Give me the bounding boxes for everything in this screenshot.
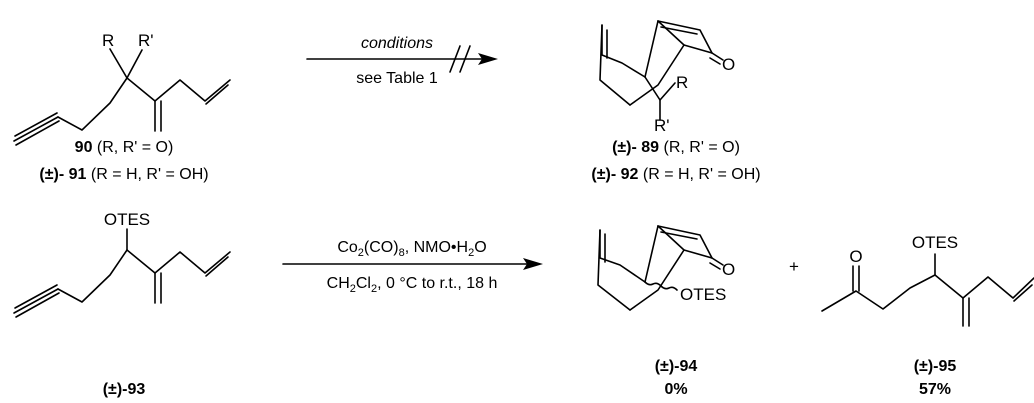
otes-group: OTES <box>912 233 958 252</box>
reaction-arrow <box>282 258 543 270</box>
carbonyl-oxygen: O <box>722 260 735 279</box>
substituent-note: (R, R' = O) <box>97 139 173 156</box>
carbonyl-oxygen: O <box>722 55 735 74</box>
compound-number: 91 <box>69 166 87 183</box>
compound-93-label: (±)-93 <box>103 381 146 398</box>
compound-number: 92 <box>621 166 639 183</box>
substituent-note: (R = H, R' = OH) <box>91 166 209 183</box>
product-89-structure <box>599 20 724 121</box>
compound-95-label: (±)-95 <box>914 358 957 375</box>
otes-group: OTES <box>680 285 726 304</box>
r-prime-atom: R' <box>654 116 670 135</box>
compound-91-label: (±)- 91 (R = H, R' = OH) <box>39 166 208 183</box>
otes-group: OTES <box>104 210 150 229</box>
arrow-table-reference: see Table 1 <box>356 70 438 87</box>
stereo-prefix: (±)- <box>612 139 637 156</box>
product-94-structure <box>597 225 724 311</box>
arrow-solvent-temperature-label: CH2Cl2, 0 °C to r.t., 18 h <box>327 275 498 295</box>
compound-94-yield: 0% <box>664 381 687 398</box>
substituent-note: (R = H, R' = OH) <box>643 166 761 183</box>
substituent-note: (R, R' = O) <box>664 139 740 156</box>
plus-sign: + <box>789 257 799 276</box>
reactant-93-structure <box>13 228 231 318</box>
compound-95-yield: 57% <box>919 381 951 398</box>
r-atom: R <box>676 73 688 92</box>
arrow-reagents-label: Co2(CO)8, NMO•H2O <box>337 239 486 259</box>
compound-90-label: 90 (R, R' = O) <box>75 139 174 156</box>
r-prime-atom: R' <box>138 31 154 50</box>
compound-number: 90 <box>75 139 93 156</box>
compound-number: 89 <box>641 139 659 156</box>
stereo-prefix: (±)- <box>591 166 616 183</box>
compound-92-label: (±)- 92 (R = H, R' = OH) <box>591 166 760 183</box>
ketone-oxygen: O <box>849 247 862 266</box>
compound-89-label: (±)- 89 (R, R' = O) <box>612 139 740 156</box>
stereo-prefix: (±)- <box>39 166 64 183</box>
blocked-reaction-arrow <box>306 45 498 73</box>
product-95-structure <box>821 253 1034 327</box>
reactant-90-structure <box>13 48 231 146</box>
compound-94-label: (±)-94 <box>655 358 698 375</box>
arrow-conditions-label: conditions <box>361 35 433 52</box>
r-atom: R <box>102 31 114 50</box>
